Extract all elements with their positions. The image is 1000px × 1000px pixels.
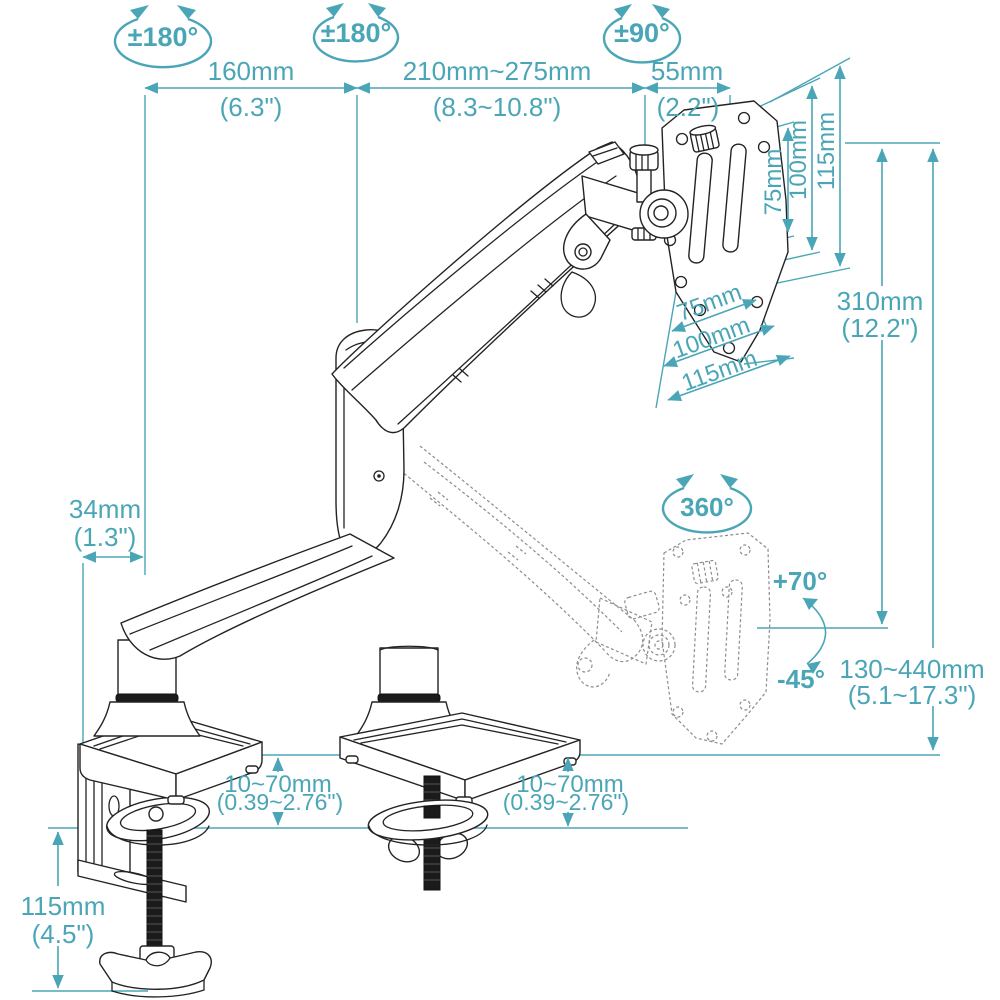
grommet-ring [367, 799, 489, 841]
clamp-knob [99, 951, 212, 990]
vesa-slot [688, 152, 713, 264]
clamp-thickness-mm: 10~70mm [224, 771, 331, 798]
ghost-vesa-plate [661, 532, 771, 745]
vesa-thumbscrew [689, 124, 720, 153]
clamp-height-mm: 115mm [21, 891, 106, 921]
arm-latch [588, 141, 625, 165]
tilt-up-label: +70° [773, 566, 828, 596]
grommet-base [339, 645, 581, 891]
vesa-v75-label: 75mm [760, 149, 787, 216]
vesa-slot [722, 143, 747, 253]
ghost-tilt-joint [576, 590, 676, 688]
vesa-plate [661, 100, 789, 363]
head-rotation-label: ±90° [614, 18, 670, 48]
rear-arm-inch: (6.3") [220, 92, 283, 122]
rotation-symbols [113, 3, 753, 534]
tilt-joint [563, 144, 689, 270]
head-inch: (2.2") [657, 92, 720, 122]
rotation-icon-base [113, 5, 213, 69]
clamp-base [77, 639, 263, 998]
rotation-icon-swivel [661, 474, 753, 534]
lift-height-mm: 310mm [837, 286, 924, 316]
vesa-v100-label: 100mm [785, 120, 812, 200]
dimension-labels: ±180° ±180° ±90° 360° +70° -45° 160mm (6… [21, 18, 985, 949]
elbow-rotation-label: ±180° [321, 18, 392, 48]
clamp-height-inch: (4.5") [32, 919, 95, 949]
grommet-thickness-inch: (0.39~2.76") [503, 789, 629, 815]
rear-arm-mm: 160mm [208, 56, 295, 86]
height-range-mm: 130~440mm [839, 654, 984, 684]
dimension-lines [52, 65, 939, 989]
monitor-arm-drawing [77, 100, 789, 998]
rotation-icon-head [602, 4, 682, 64]
front-arm-inch: (8.3~10.8") [433, 92, 561, 122]
ghost-arm-lowered-position [391, 333, 771, 745]
base-rotation-label: ±180° [128, 22, 199, 52]
height-range-inch: (5.1~17.3") [848, 680, 976, 710]
head-mm: 55mm [651, 56, 723, 86]
base-offset-inch: (1.3") [74, 522, 137, 552]
base-offset-mm: 34mm [69, 494, 141, 524]
grommet-thickness-mm: 10~70mm [516, 771, 623, 798]
clamp-thickness-inch: (0.39~2.76") [217, 789, 343, 815]
lift-height-inch: (12.2") [841, 313, 918, 343]
swivel-label: 360° [680, 492, 734, 522]
front-arm-mm: 210mm~275mm [403, 56, 592, 86]
rotation-icon-elbow [312, 3, 400, 63]
cable-clip [560, 271, 596, 318]
lower-arm [120, 533, 395, 660]
head-bolt [629, 144, 659, 171]
tilt-down-label: -45° [777, 664, 825, 694]
vesa-v115-label: 115mm [813, 112, 840, 190]
